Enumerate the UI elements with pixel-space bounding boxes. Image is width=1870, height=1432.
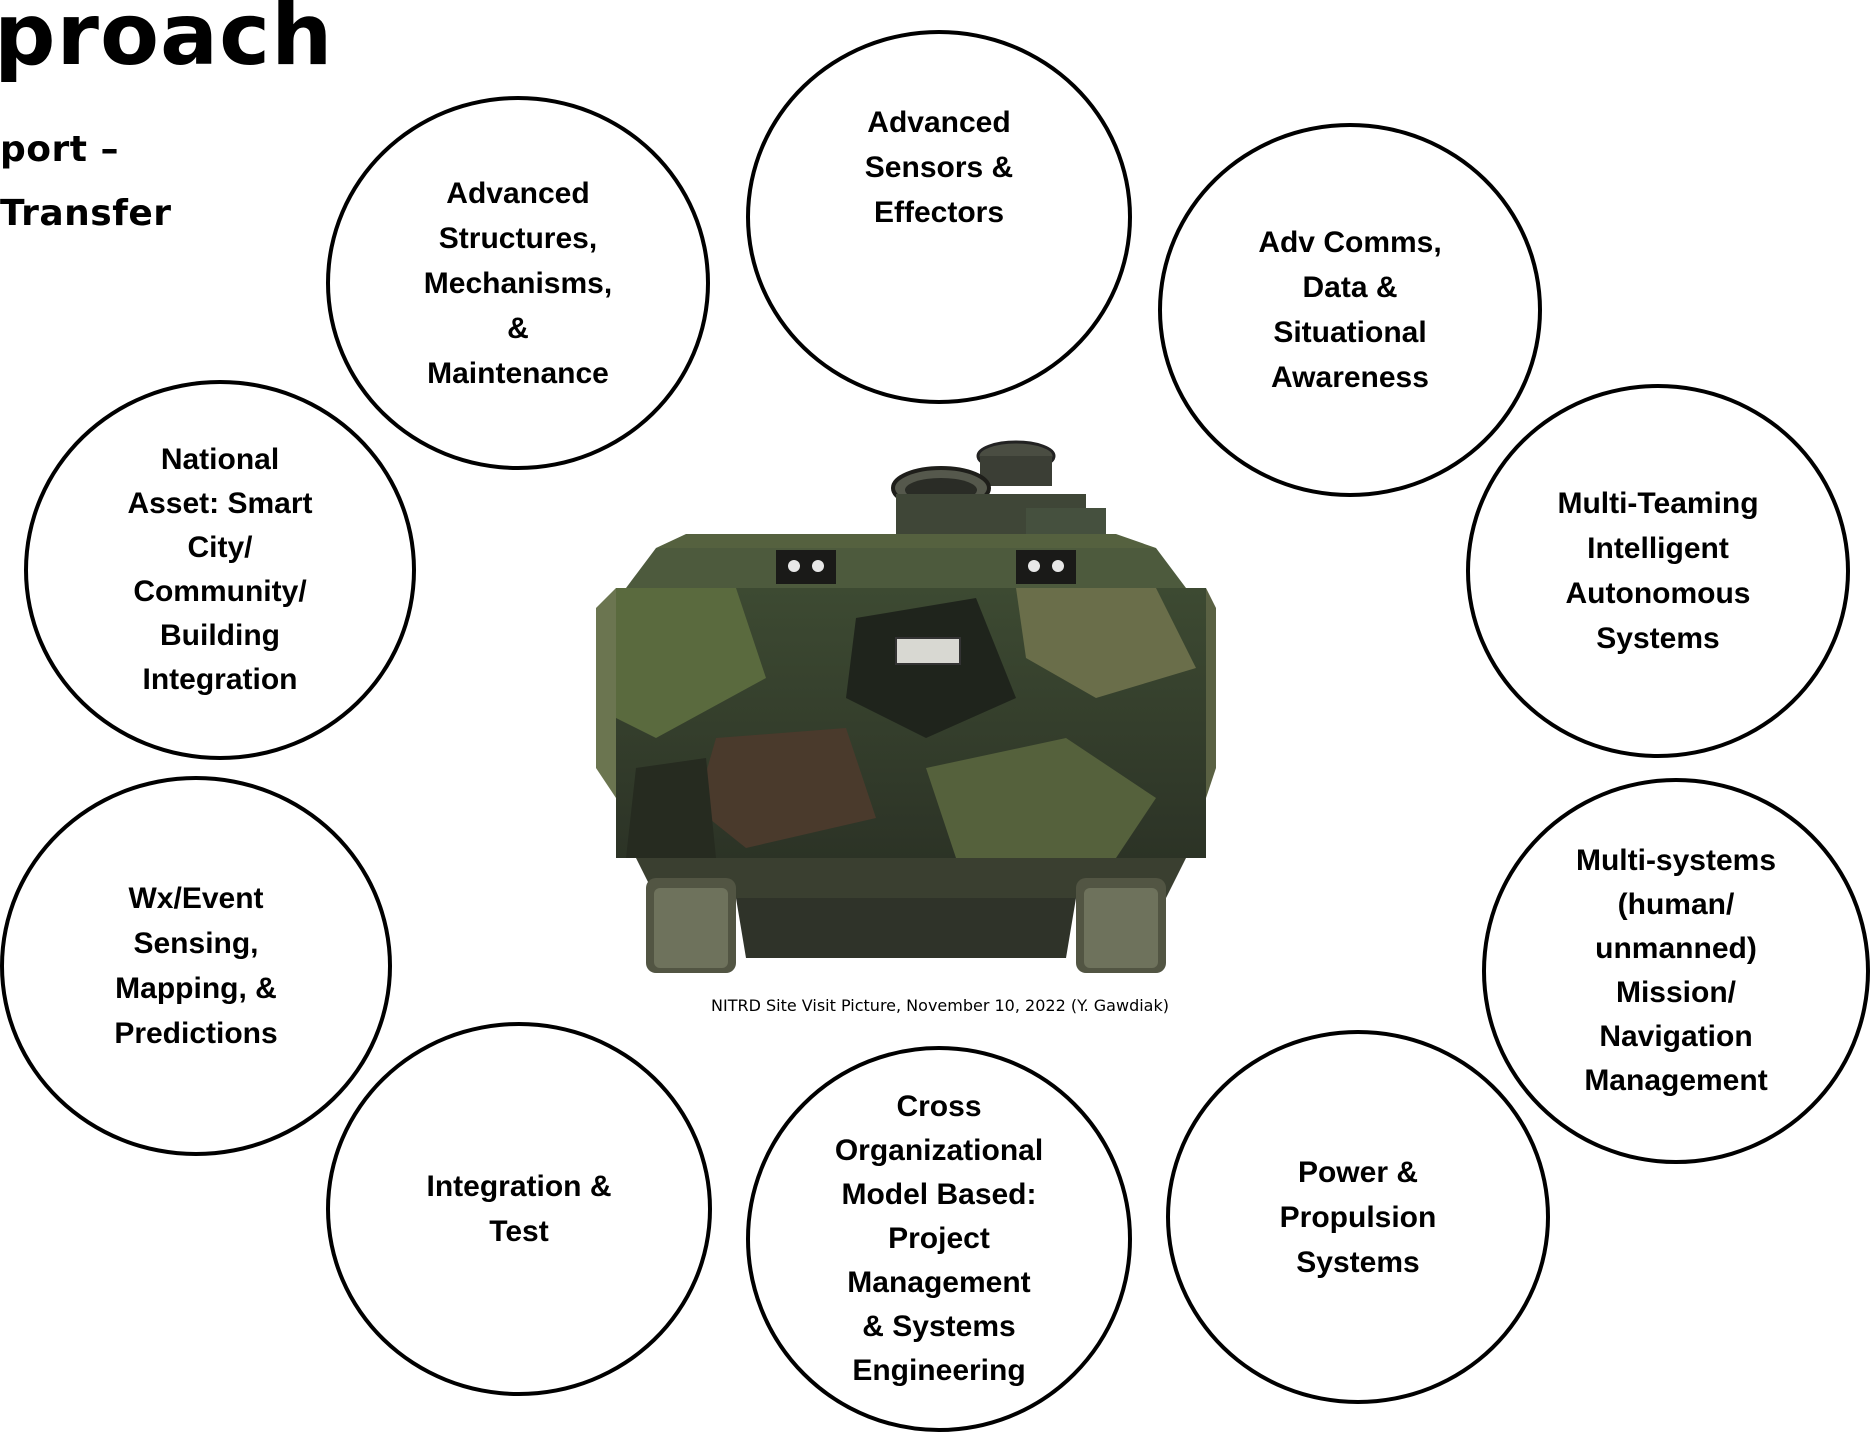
circle-label: Wx/Event Sensing, Mapping, & Predictions <box>114 882 278 1050</box>
circle-integration-test: Integration & Test <box>326 1022 712 1396</box>
circle-label: Integration & Test <box>426 1170 612 1248</box>
vehicle-photo <box>596 440 1216 973</box>
circle-label: Power & Propulsion Systems <box>1279 1155 1437 1279</box>
circle-label: Adv Comms, Data & Situational Awareness <box>1258 226 1442 394</box>
circle-multi-systems: Multi-systems (human/ unmanned) Mission/… <box>1482 778 1870 1164</box>
circle-label: Multi-systems (human/ unmanned) Mission/… <box>1575 844 1777 1097</box>
circle-wx-event: Wx/Event Sensing, Mapping, & Predictions <box>0 776 392 1156</box>
page-title: proach <box>0 0 334 85</box>
circle-label: Advanced Sensors & Effectors <box>864 105 1014 229</box>
circle-advanced-sensors: Advanced Sensors & Effectors <box>746 30 1132 404</box>
circle-cross-organizational: Cross Organizational Model Based: Projec… <box>746 1046 1132 1432</box>
page-subtitle: port – Transfer <box>0 129 172 234</box>
circle-label: National Asset: Smart City/ Community/ B… <box>127 443 313 696</box>
circle-label: Advanced Structures, Mechanisms, & Maint… <box>423 176 613 390</box>
circle-adv-comms: Adv Comms, Data & Situational Awareness <box>1158 123 1542 497</box>
photo-caption: NITRD Site Visit Picture, November 10, 2… <box>711 996 1169 1015</box>
circle-national-asset: National Asset: Smart City/ Community/ B… <box>24 380 416 760</box>
circle-power-propulsion: Power & Propulsion Systems <box>1166 1030 1550 1404</box>
circle-label: Multi-Teaming Intelligent Autonomous Sys… <box>1557 487 1759 655</box>
circle-advanced-structures: Advanced Structures, Mechanisms, & Maint… <box>326 96 710 470</box>
circle-multi-teaming: Multi-Teaming Intelligent Autonomous Sys… <box>1466 384 1850 758</box>
circle-label: Cross Organizational Model Based: Projec… <box>834 1090 1044 1387</box>
